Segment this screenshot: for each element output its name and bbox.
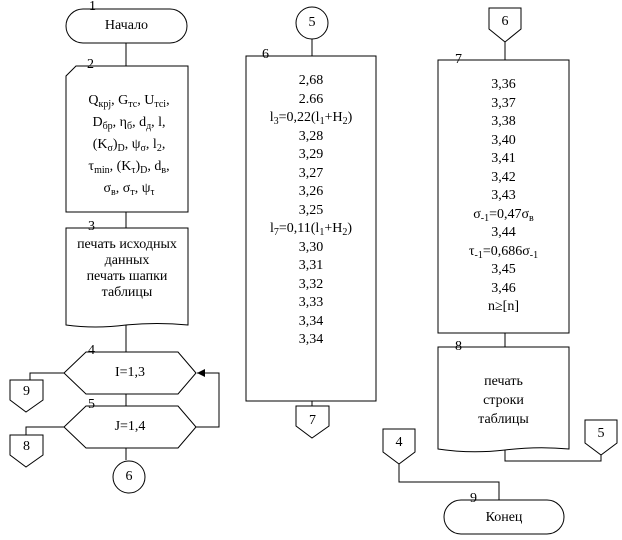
formula-line: 3,28	[298, 128, 324, 144]
formula-line: 3,46	[491, 280, 516, 296]
formula-line: 3,36	[491, 77, 516, 92]
offpage-connector-6	[488, 7, 522, 43]
print-initial-block	[65, 227, 189, 328]
formula-line: 3,32	[298, 276, 324, 292]
block-number: 7	[455, 52, 462, 67]
block-number: 8	[455, 339, 462, 354]
block-number: 4	[88, 343, 95, 358]
input-line: σв, σт, ψτ	[103, 181, 155, 198]
print-row-text: печать строки таблицы	[478, 374, 529, 427]
exit-line	[25, 426, 64, 435]
flow-line	[504, 450, 602, 462]
formula-line: l7=0,11(l1+H2)	[269, 221, 352, 238]
print-initial-text: печать исходных данных печать шапки табл…	[77, 237, 177, 300]
formula-line: 3,29	[298, 147, 324, 162]
formula-line: 3,41	[491, 151, 516, 166]
formula-line: 2.66	[298, 91, 324, 107]
formula-line: 3,33	[298, 295, 324, 310]
loop-i-label: I=1,3	[114, 365, 146, 380]
input-block	[65, 65, 189, 213]
formula-line: 3,37	[491, 95, 516, 111]
formula-line: l3=0,22(l1+H2)	[269, 110, 353, 127]
formula-line: τ-1=0,686σ-1	[468, 243, 539, 261]
formula-line: 2,68	[298, 73, 324, 88]
connector-circle-6	[112, 460, 146, 494]
connector-label: 5	[308, 15, 316, 30]
formula-line: 3,42	[491, 169, 516, 185]
offpage-connector-4	[382, 428, 416, 465]
offpage-connector-7	[295, 405, 330, 439]
formula-line: 3,40	[491, 132, 516, 148]
formula-line: 3,44	[491, 225, 516, 240]
compute-block-a	[245, 55, 377, 402]
offpage-connector-5	[584, 419, 618, 456]
start-label: Начало	[104, 18, 149, 33]
end-terminal	[443, 499, 565, 535]
formula-line: 3,31	[298, 258, 324, 273]
formula-line: 3,45	[491, 262, 516, 277]
print-row-block	[437, 346, 570, 453]
offpage-label: 6	[501, 14, 509, 29]
offpage-label: 7	[309, 413, 316, 428]
loop-j-label: J=1,4	[114, 419, 146, 434]
input-line: Dбр, ηб, dд, l,	[92, 115, 166, 132]
input-line: Qкрj, Gтс, Uтсi,	[88, 93, 170, 110]
end-label: Конец	[485, 510, 523, 525]
compute-block-b	[437, 59, 570, 334]
block-number: 2	[87, 57, 94, 72]
formula-line: 3,38	[491, 114, 516, 129]
offpage-connector-9	[9, 379, 44, 413]
compute-a-text: 2,68 2.66 l3=0,22(l1+H2) 3,28 3,29 3,27 …	[246, 72, 376, 350]
offpage-label: 8	[23, 439, 30, 454]
offpage-label: 9	[23, 384, 30, 399]
formula-line: 3,34	[298, 332, 324, 347]
block-number: 9	[470, 491, 477, 506]
formula-line: σ-1=0,47σв	[473, 206, 534, 224]
block-number: 1	[89, 0, 96, 14]
formula-line: 3,25	[298, 202, 324, 218]
input-line: τmin, (Kτ)D, dв,	[88, 159, 170, 176]
offpage-label: 5	[597, 426, 605, 441]
block-number: 3	[88, 219, 95, 234]
exit-line	[29, 372, 64, 380]
formula-line: 3,30	[298, 239, 324, 255]
return-line	[196, 369, 220, 428]
block-number: 5	[88, 397, 95, 412]
formula-line: 3,34	[298, 313, 324, 329]
flow-line	[398, 464, 500, 500]
formula-line: 3,27	[298, 165, 324, 181]
input-line: (Kσ)D, ψσ, l2,	[92, 137, 166, 154]
offpage-connector-8	[9, 434, 44, 468]
formula-line: n≥[n]	[487, 299, 519, 314]
offpage-label: 4	[395, 435, 403, 450]
block-number: 6	[262, 47, 269, 62]
formula-line: 3,43	[491, 188, 516, 203]
compute-b-text: 3,36 3,37 3,38 3,40 3,41 3,42 3,43 σ-1=0…	[438, 76, 569, 317]
connector-label: 6	[125, 469, 133, 484]
formula-line: 3,26	[298, 184, 324, 199]
input-variables: Qкрj, Gтс, Uтсi, Dбр, ηб, dд, l, (Kσ)D, …	[70, 90, 188, 200]
